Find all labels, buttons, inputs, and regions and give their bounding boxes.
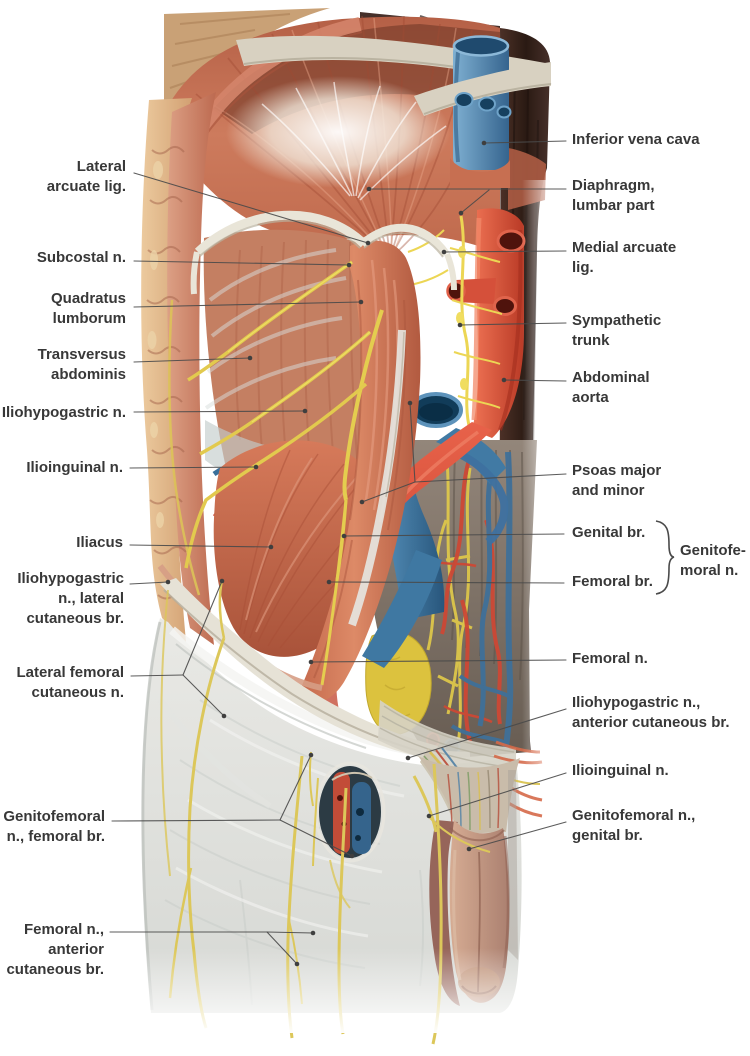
psoas-major-graphic: [300, 240, 421, 702]
leader-line-lateral-femoral-cutaneous-n: [182, 580, 223, 676]
leader-dot-lateral-femoral-cutaneous-n: [219, 578, 225, 584]
leader-line-psoas-major-and-minor: [414, 473, 567, 483]
label-femoral-n-anterior-cutaneous-br: Femoral n., anterior cutaneous br.: [6, 921, 104, 978]
right-edge-fade: [522, 180, 560, 780]
leader-dot-genitofemoral-n-femoral-br: [308, 752, 314, 758]
leader-line-inferior-vena-cava: [483, 140, 567, 144]
leader-line-transversus-abdominis: [133, 357, 251, 363]
leader-dot-genitofemoral-n-femoral-br: [349, 853, 355, 859]
leader-line-abdominal-aorta: [503, 379, 567, 382]
psoas-minor-tendon: [348, 329, 406, 627]
leader-line-lateral-arcuate-lig: [133, 172, 369, 244]
leader-line-femoral-n-anterior-cutaneous-br: [266, 931, 314, 934]
label-abdominal-aorta: Abdominal aorta: [572, 369, 650, 406]
leader-line-genital-br: [343, 533, 565, 537]
body-wall-cut-edge: [141, 92, 216, 645]
leader-dot-lateral-femoral-cutaneous-n: [221, 713, 227, 719]
leader-line-lateral-femoral-cutaneous-n: [182, 674, 225, 717]
label-genital-br: Genital br.: [572, 524, 646, 541]
leader-dot-femoral-n-anterior-cutaneous-br: [310, 930, 316, 936]
leader-line-iliacus: [129, 544, 272, 548]
leader-line-psoas-major-and-minor: [361, 481, 416, 503]
leader-dot-diaphragm-lumbar-part: [366, 186, 372, 192]
leader-dot-sympathetic-trunk: [457, 322, 463, 328]
leader-dot-ilioinguinal-n: [253, 464, 259, 470]
leader-dot-medial-arcuate-lig: [441, 249, 447, 255]
leader-dot-abdominal-aorta: [501, 377, 507, 383]
leader-dot-femoral-n-anterior-cutaneous-br: [294, 961, 300, 967]
bottom-fade: [120, 948, 540, 1033]
label-ilioinguinal-n: Ilioinguinal n.: [26, 459, 123, 476]
leader-dot-iliohypogastric-n-lateral-cutaneous-br: [165, 579, 171, 585]
label-ilioinguinal-n-right: Ilioinguinal n.: [572, 762, 669, 779]
leader-line-ilioinguinal-n-right: [428, 772, 567, 817]
leader-line-psoas-major-and-minor: [409, 402, 416, 483]
leader-line-genitofemoral-n-femoral-br: [279, 754, 312, 821]
label-femoral-br: Femoral br.: [572, 573, 653, 590]
leader-line-lateral-femoral-cutaneous-n: [130, 674, 184, 677]
label-iliohypogastric-n-lateral-cutaneous-br: Iliohypogastric n., lateral cutaneous br…: [17, 570, 124, 627]
label-diaphragm-lumbar-part: Diaphragm, lumbar part: [572, 177, 655, 214]
leader-line-femoral-br: [328, 581, 565, 584]
leader-dot-psoas-major-and-minor: [407, 400, 413, 406]
label-iliacus: Iliacus: [76, 534, 123, 551]
label-lateral-femoral-cutaneous-n: Lateral femoral cutaneous n.: [16, 664, 124, 701]
label-iliohypogastric-n: Iliohypogastric n.: [1, 404, 126, 421]
leader-dot-femoral-n: [308, 659, 314, 665]
leader-dot-quadratus-lumborum: [358, 299, 364, 305]
leader-dot-femoral-br: [326, 579, 332, 585]
label-femoral-n: Femoral n.: [572, 650, 648, 667]
leader-dot-transversus-abdominis: [247, 355, 253, 361]
label-quadratus-lumborum: Quadratus lumborum: [50, 290, 126, 327]
leader-dot-iliohypogastric-n: [302, 408, 308, 414]
leader-dot-inferior-vena-cava: [481, 140, 487, 146]
leader-line-diaphragm-lumbar-part: [460, 189, 490, 214]
label-subcostal-n: Subcostal n.: [36, 249, 126, 266]
leader-dot-psoas-major-and-minor: [359, 499, 365, 505]
label-iliohypogastric-n-anterior-cutaneous-br: Iliohypogastric n., anterior cutaneous b…: [572, 694, 730, 731]
inferior-vena-cava-graphic: [414, 35, 552, 188]
label-genitofemoral-n-genital-br: Genitofemoral n., genital br.: [572, 807, 696, 844]
transversus-abdominis-graphic: [204, 248, 347, 410]
leader-dot-lateral-arcuate-lig: [365, 240, 371, 246]
leader-line-ilioinguinal-n: [129, 466, 257, 469]
label-medial-arcuate-lig: Medial arcuate lig.: [572, 239, 677, 276]
leader-line-genitofemoral-n-genital-br: [468, 821, 567, 850]
leader-line-sympathetic-trunk: [459, 322, 567, 326]
leader-dot-genitofemoral-n-genital-br: [466, 846, 472, 852]
leader-line-medial-arcuate-lig: [443, 250, 567, 253]
genitofemoral-nerve-graphic: [320, 309, 384, 686]
leader-line-quadratus-lumborum: [133, 301, 362, 308]
label-sympathetic-trunk: Sympathetic trunk: [572, 312, 662, 349]
leader-line-femoral-n-anterior-cutaneous-br: [266, 931, 298, 965]
leader-dot-iliacus: [268, 544, 274, 550]
leader-line-subcostal-n: [133, 260, 350, 266]
leader-dot-genital-br: [341, 533, 347, 539]
leader-dot-iliohypogastric-n-anterior-cutaneous-br: [405, 755, 411, 761]
leader-dot-subcostal-n: [346, 262, 352, 268]
leader-line-genitofemoral-n-femoral-br: [279, 819, 353, 857]
leader-line-iliohypogastric-n: [133, 410, 306, 413]
label-psoas-major-and-minor: Psoas major and minor: [572, 462, 662, 499]
genitofemoral-brace: [655, 520, 675, 595]
leader-dot-ilioinguinal-n-right: [426, 813, 432, 819]
label-genitofemoral-n-brace-label: Genitofe- moral n.: [680, 542, 746, 579]
leader-line-iliohypogastric-n-lateral-cutaneous-br: [129, 581, 169, 585]
label-transversus-abdominis: Transversus abdominis: [37, 346, 126, 383]
label-genitofemoral-n-femoral-br: Genitofemoral n., femoral br.: [3, 808, 105, 845]
leader-dot-diaphragm-lumbar-part: [458, 210, 464, 216]
label-lateral-arcuate-lig: Lateral arcuate lig.: [46, 158, 126, 195]
diaphragm-graphic: [166, 15, 552, 259]
saphenous-opening-graphic: [314, 761, 386, 863]
sympathetic-trunk-graphic: [403, 215, 503, 431]
label-inferior-vena-cava: Inferior vena cava: [572, 131, 700, 148]
leader-line-iliohypogastric-n-anterior-cutaneous-br: [407, 708, 567, 759]
leader-line-genitofemoral-n-femoral-br: [111, 819, 281, 822]
leader-line-femoral-n: [310, 659, 567, 663]
lumbar-nerves-graphic: [184, 260, 372, 569]
